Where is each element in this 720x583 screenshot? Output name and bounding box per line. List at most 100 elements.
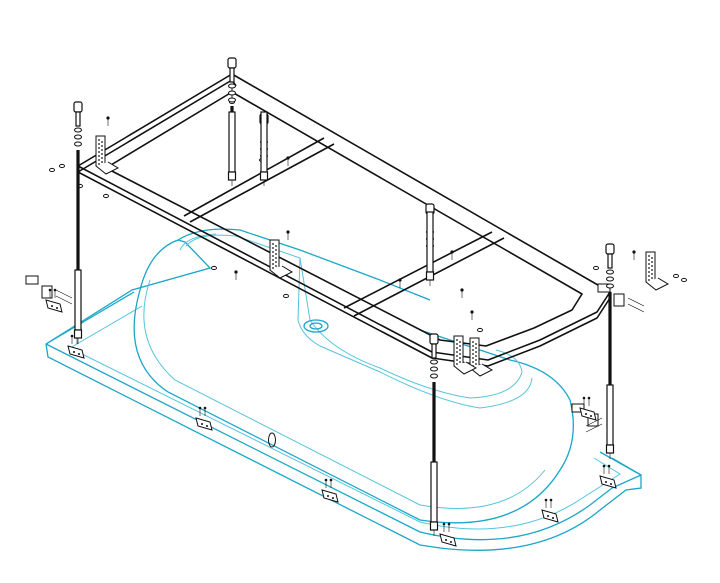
clip-screw-head [582, 396, 586, 400]
wall-plate [571, 403, 585, 413]
hole [651, 269, 653, 271]
leg-3 [73, 101, 83, 344]
tub-basin-lip-2 [179, 233, 533, 409]
clip-screw-head [48, 288, 52, 292]
bolt-head [73, 101, 83, 113]
hole [101, 157, 103, 159]
hole [98, 163, 100, 165]
clip-hole [590, 415, 592, 417]
wall-bracket [613, 293, 625, 307]
clip-screw-head [329, 478, 333, 482]
screw-8 [460, 288, 464, 298]
hole [275, 265, 277, 267]
bracket-plate [469, 337, 480, 369]
hole [472, 349, 474, 351]
wall-set-2 [571, 403, 603, 433]
bolt-shank [607, 253, 613, 269]
drain-inner [309, 322, 323, 330]
support-frame [77, 73, 611, 367]
hole [272, 267, 274, 269]
hole [456, 347, 458, 349]
leg-tube [430, 461, 438, 523]
screw-3 [450, 250, 454, 260]
tub-clips [45, 288, 617, 547]
clip-hole [73, 351, 75, 353]
tub-rim-top [45, 343, 642, 541]
bracket-base [469, 363, 494, 377]
tub-clip-2 [321, 478, 339, 503]
hole [101, 145, 103, 147]
clip-hole [332, 497, 334, 499]
clip-screw-head [549, 498, 553, 502]
tub-rim-back [45, 291, 135, 345]
hole [98, 139, 100, 141]
hole [101, 149, 103, 151]
hole [651, 257, 653, 259]
leg-tube [74, 269, 82, 331]
hole [459, 341, 461, 343]
wall-bolt [55, 295, 73, 305]
hole [475, 363, 477, 365]
hole [459, 361, 461, 363]
frame-inner-outline [105, 91, 583, 347]
clip-body [579, 407, 597, 421]
hole [651, 261, 653, 263]
clip-hole [450, 541, 452, 543]
bolt-head [227, 57, 237, 69]
hole [456, 359, 458, 361]
leg-tube [228, 111, 236, 173]
tub-basin [133, 239, 574, 524]
clip-body [67, 345, 85, 359]
clip-body [321, 489, 339, 503]
hole [275, 245, 277, 247]
bracket-base [453, 361, 478, 375]
washer-8 [477, 327, 483, 333]
hole [98, 155, 100, 157]
hole [651, 277, 653, 279]
wall-bolt [585, 423, 603, 433]
hole [101, 153, 103, 155]
nut [606, 269, 614, 275]
washer-5 [103, 193, 109, 199]
clip-hole [585, 413, 587, 415]
tub-basin-floor [143, 279, 546, 509]
hole [272, 263, 274, 265]
hole [459, 357, 461, 359]
foot [605, 444, 615, 454]
clip-body [541, 509, 559, 523]
bracket-plate [645, 251, 656, 283]
nut [228, 97, 236, 103]
washer-3 [681, 277, 687, 283]
wall-bracket [41, 285, 53, 299]
clip-hole [327, 495, 329, 497]
nut [228, 83, 236, 89]
clip-screw-head [544, 498, 548, 502]
hole [475, 355, 477, 357]
hole [275, 257, 277, 259]
foot [259, 171, 269, 181]
hole [472, 345, 474, 347]
hole [475, 347, 477, 349]
hole [651, 265, 653, 267]
tub-clip-7 [45, 288, 63, 313]
hole [275, 261, 277, 263]
tub-rim-inner-back [69, 305, 143, 349]
clip-hole [206, 425, 208, 427]
hole [475, 359, 477, 361]
tub-rim-inner [69, 347, 621, 530]
overflow-hole [268, 432, 276, 448]
clip-screw-head [70, 334, 74, 338]
clip-hole [552, 517, 554, 519]
washer-10 [283, 293, 289, 299]
hole [459, 353, 461, 355]
tub-clip-6 [579, 396, 597, 421]
clip-hole [610, 483, 612, 485]
tub-clip-4 [541, 498, 559, 523]
clip-hole [51, 305, 53, 307]
clip-hole [78, 353, 80, 355]
foot [429, 521, 439, 531]
hole [456, 351, 458, 353]
wall-bolt [627, 303, 645, 313]
